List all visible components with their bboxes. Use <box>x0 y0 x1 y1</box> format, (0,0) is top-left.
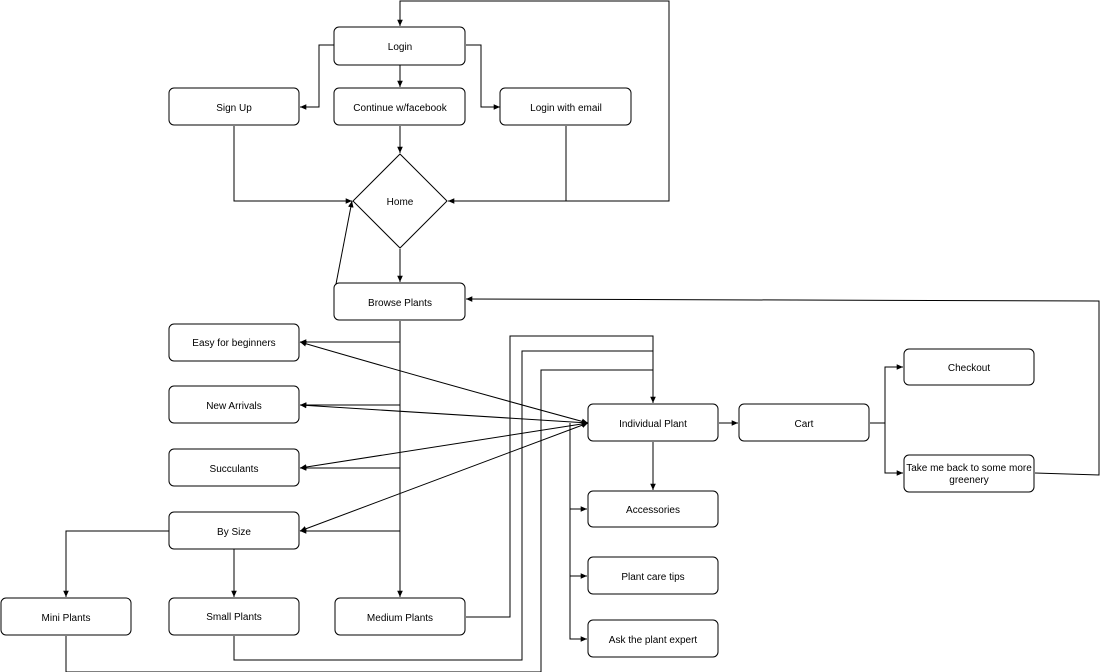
node-continue-facebook: Continue w/facebook <box>333 87 466 126</box>
node-plant-care-tips-label: Plant care tips <box>621 572 684 583</box>
edge-email-home <box>448 126 567 204</box>
edge-individual-succ <box>299 421 589 470</box>
node-small-plants: Small Plants <box>168 597 300 636</box>
edge-size-mini <box>63 530 169 597</box>
node-home: Home <box>352 153 448 249</box>
edge-login-signup <box>300 44 334 110</box>
node-plant-care-tips: Plant care tips <box>587 556 719 595</box>
node-cart: Cart <box>738 403 870 442</box>
node-login-label: Login <box>388 42 412 53</box>
node-succulants: Succulants <box>168 448 300 487</box>
node-login-email-label: Login with email <box>530 103 602 114</box>
edge-side-rail <box>569 423 587 642</box>
node-take-me-back-label-line1: Take me back to some more <box>906 463 1032 474</box>
node-medium-plants: Medium Plants <box>334 597 466 636</box>
node-individual-plant-label: Individual Plant <box>619 419 687 430</box>
node-medium-plants-label: Medium Plants <box>367 613 433 624</box>
edge-individual-size <box>299 422 589 532</box>
node-by-size: By Size <box>168 511 300 550</box>
node-ask-expert-label: Ask the plant expert <box>609 635 698 646</box>
node-succulants-label: Succulants <box>210 464 259 475</box>
edge-takeback-browse <box>465 296 1100 476</box>
node-browse-plants: Browse Plants <box>333 282 466 321</box>
connectors <box>63 0 1100 672</box>
node-take-me-back-label-line2: greenery <box>949 475 988 486</box>
node-mini-plants: Mini Plants <box>0 597 132 636</box>
node-individual-plant: Individual Plant <box>587 403 719 442</box>
edge-medium-individual <box>466 335 656 618</box>
node-by-size-label: By Size <box>217 527 251 538</box>
node-new-arrivals: New Arrivals <box>168 385 300 424</box>
node-sign-up: Sign Up <box>168 87 300 126</box>
node-easy-beginners-label: Easy for beginners <box>192 338 275 349</box>
node-small-plants-label: Small Plants <box>206 612 262 623</box>
node-easy-beginners: Easy for beginners <box>168 323 300 362</box>
node-checkout: Checkout <box>903 348 1035 386</box>
node-login: Login <box>333 26 466 66</box>
edge-individual-easy <box>299 341 589 425</box>
node-browse-plants-label: Browse Plants <box>368 298 432 309</box>
edge-individual-new <box>299 402 589 426</box>
edge-login-email <box>466 44 500 110</box>
node-login-email: Login with email <box>499 87 632 126</box>
edge-cart-branch <box>870 364 903 424</box>
node-cart-label: Cart <box>795 419 814 430</box>
edge-small-individual <box>233 350 653 661</box>
edge-cart-takeback <box>884 423 903 476</box>
node-mini-plants-label: Mini Plants <box>42 613 91 624</box>
node-new-arrivals-label: New Arrivals <box>206 401 262 412</box>
edge-signup-home <box>233 126 352 204</box>
node-ask-expert: Ask the plant expert <box>587 619 719 658</box>
node-home-label: Home <box>387 197 414 208</box>
node-checkout-label: Checkout <box>948 363 990 374</box>
edge-home-login-loop <box>397 0 670 202</box>
node-accessories-label: Accessories <box>626 505 680 516</box>
node-continue-facebook-label: Continue w/facebook <box>353 103 447 114</box>
edge-browse-home <box>335 200 354 285</box>
node-take-me-back: Take me back to some more greenery <box>903 454 1035 493</box>
node-sign-up-label: Sign Up <box>216 103 252 114</box>
edge-mini-individual <box>65 369 653 672</box>
node-accessories: Accessories <box>587 490 719 528</box>
